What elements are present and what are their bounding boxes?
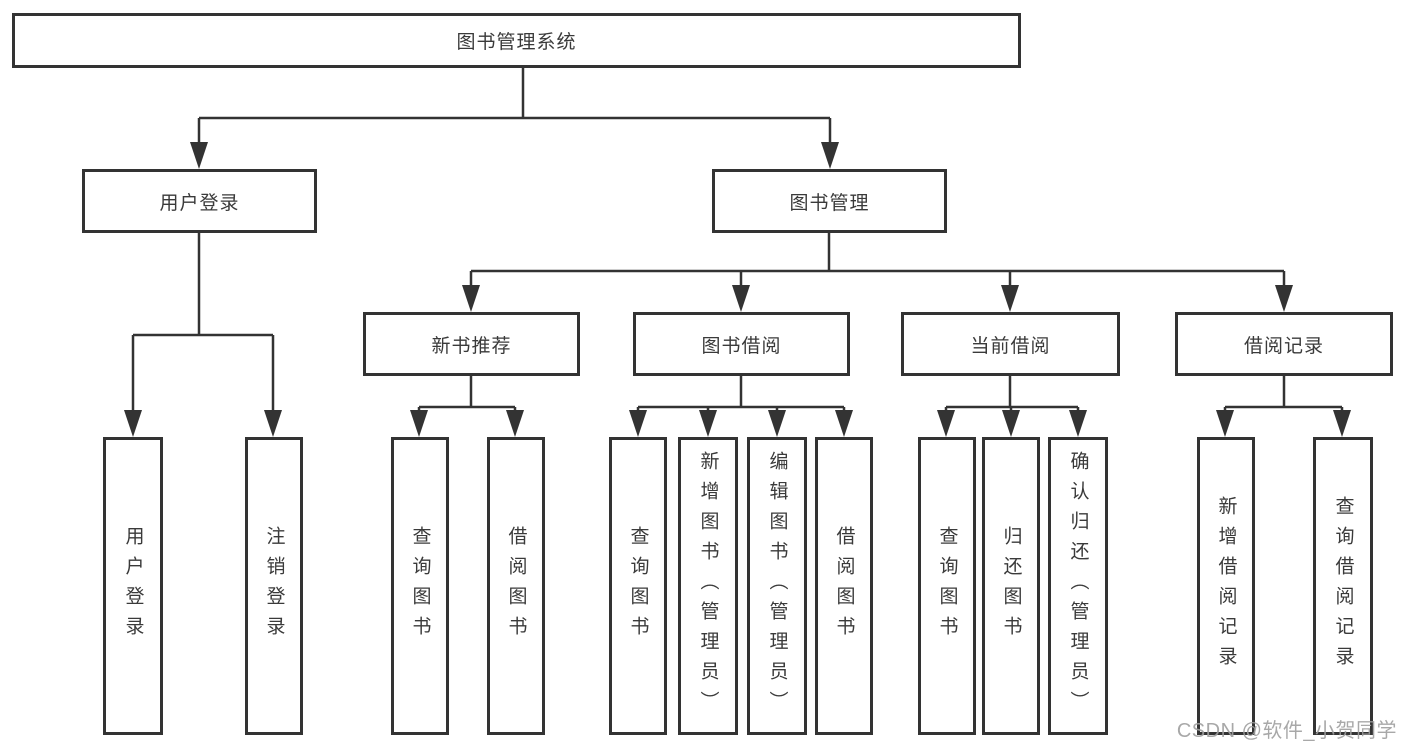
leaf-label: 注销登录 <box>263 526 285 646</box>
leaf-borrow-query-books: 查询图书 <box>609 437 667 735</box>
node-label: 图书管理 <box>789 192 870 214</box>
leaf-records-query-borrow-record: 查询借阅记录 <box>1313 437 1373 735</box>
leaf-borrow-add-books-admin: 新增图书（管理员） <box>678 437 738 735</box>
leaf-newbook-query-books: 查询图书 <box>391 437 449 735</box>
node-book-management: 图书管理 <box>712 169 947 233</box>
node-library-management-system: 图书管理系统 <box>12 13 1021 68</box>
leaf-label: 新增借阅记录 <box>1215 496 1237 676</box>
node-label: 图书管理系统 <box>456 32 577 53</box>
leaf-current-confirm-return-admin: 确认归还（管理员） <box>1048 437 1108 735</box>
leaf-label: 借阅图书 <box>833 526 855 646</box>
node-new-book-recommend: 新书推荐 <box>363 312 580 376</box>
leaf-label: 查询图书 <box>936 526 958 646</box>
leaf-borrow-edit-books-admin: 编辑图书（管理员） <box>747 437 807 735</box>
node-current-borrowing: 当前借阅 <box>901 312 1120 376</box>
leaf-newbook-borrow-books: 借阅图书 <box>487 437 545 735</box>
leaf-label: 归还图书 <box>1000 526 1022 646</box>
leaf-label: 编辑图书（管理员） <box>766 451 788 721</box>
leaf-label: 查询图书 <box>627 526 649 646</box>
node-borrowing-records: 借阅记录 <box>1175 312 1393 376</box>
leaf-current-query-books: 查询图书 <box>918 437 976 735</box>
leaf-label: 查询借阅记录 <box>1332 496 1354 676</box>
node-label: 用户登录 <box>159 192 240 214</box>
leaf-logout: 注销登录 <box>245 437 303 735</box>
node-label: 当前借阅 <box>970 335 1051 357</box>
leaf-label: 用户登录 <box>122 526 144 646</box>
leaf-label: 确认归还（管理员） <box>1067 451 1089 721</box>
node-user-login: 用户登录 <box>82 169 317 233</box>
leaf-label: 借阅图书 <box>505 526 527 646</box>
node-label: 图书借阅 <box>701 335 782 357</box>
leaf-records-add-borrow-record: 新增借阅记录 <box>1197 437 1255 735</box>
node-label: 新书推荐 <box>431 335 512 357</box>
leaf-borrow-borrow-books: 借阅图书 <box>815 437 873 735</box>
leaf-label: 新增图书（管理员） <box>697 451 719 721</box>
leaf-user-login: 用户登录 <box>103 437 163 735</box>
node-label: 借阅记录 <box>1243 335 1324 357</box>
csdn-watermark: CSDN @软件_小贺同学 <box>1176 720 1397 742</box>
node-book-borrowing: 图书借阅 <box>633 312 850 376</box>
leaf-current-return-books: 归还图书 <box>982 437 1040 735</box>
leaf-label: 查询图书 <box>409 526 431 646</box>
